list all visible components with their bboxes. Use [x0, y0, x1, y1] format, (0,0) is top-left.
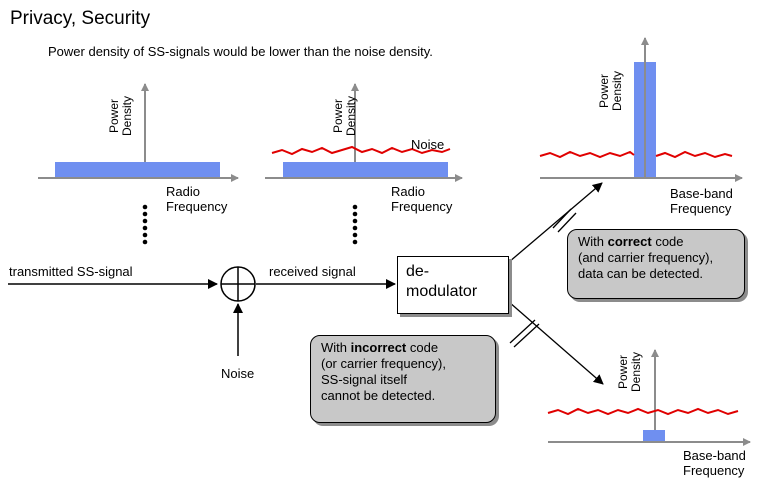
plot3-noise-line	[539, 150, 635, 159]
page-title: Privacy, Security	[10, 8, 151, 29]
plot2-ss-signal-bar	[283, 162, 448, 178]
noise-input-label: Noise	[221, 366, 255, 381]
incorrect-path-arrow	[508, 301, 604, 385]
incorrect-code-callout: With incorrect code (or carrier frequenc…	[310, 335, 496, 423]
received-label: received signal	[269, 264, 356, 279]
plot2-spectrum	[265, 83, 463, 182]
plot3-spectrum	[539, 37, 743, 182]
signal-flow	[8, 182, 604, 385]
plot4-noise-line	[547, 407, 739, 416]
plot1-spectrum	[38, 83, 239, 182]
plot2-noise-line	[271, 145, 451, 156]
correct-path-arrow	[508, 182, 603, 263]
plot1-ss-signal-bar	[55, 162, 220, 178]
plot2-noise-label: Noise	[411, 137, 445, 152]
plot4-signal-bar	[643, 430, 665, 442]
plot4-spectrum	[547, 349, 751, 446]
transmitted-label: transmitted SS-signal	[9, 264, 133, 279]
correct-code-callout: With correct code (and carrier frequency…	[567, 229, 745, 299]
dotted-connectors	[142, 204, 358, 245]
page-subtitle: Power density of SS-signals would be low…	[48, 44, 433, 59]
demodulator-block: de- modulator	[397, 256, 509, 314]
